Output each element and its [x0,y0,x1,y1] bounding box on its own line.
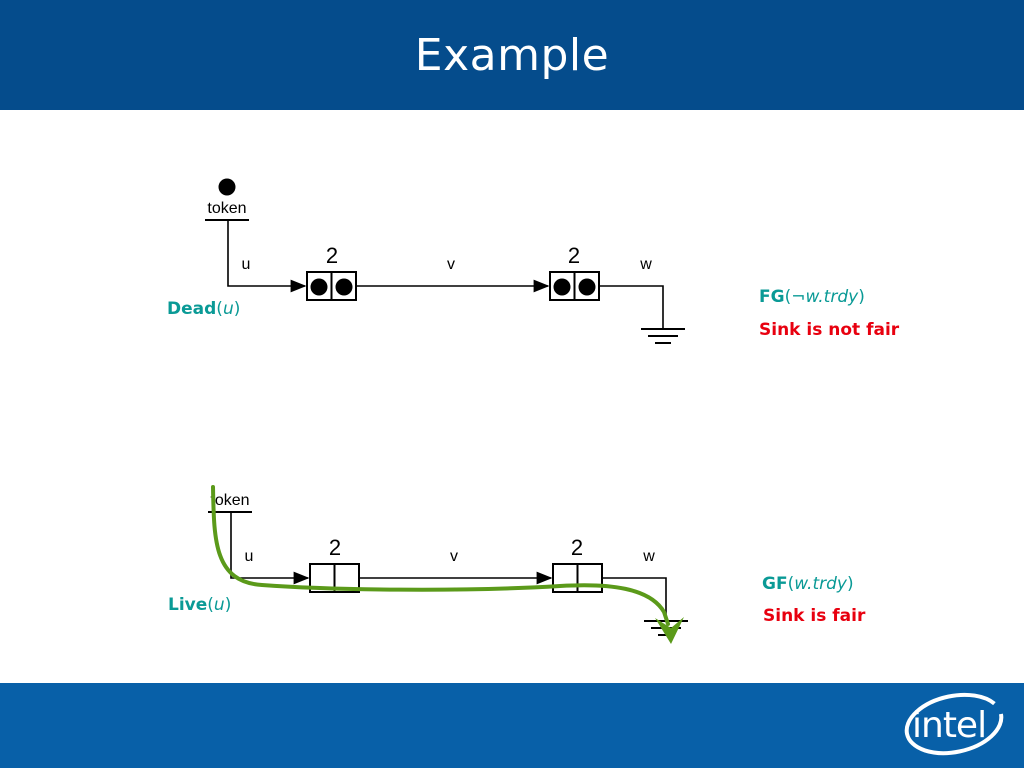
channel-u-label: u [242,256,251,273]
flow-arrowhead-icon [655,617,684,644]
queue1-token [335,278,353,296]
title-bar: Example [0,0,1024,110]
queue2-capacity: 2 [571,535,583,560]
token-flow-path [211,485,670,626]
formula-fg: FG(¬w.trdy) [759,287,865,307]
fairness-not-fair: Sink is not fair [759,320,900,340]
channel-w-label: w [639,256,652,273]
queue2-token [553,278,571,296]
queue2-token [578,278,596,296]
queue1-capacity: 2 [326,243,338,268]
token-label: token [207,200,246,217]
queue1-token [310,278,328,296]
property-dead: Dead(u) [167,299,240,319]
channel-u-label: u [245,548,254,565]
channel-u-wire [227,220,307,293]
network-diagram: token u 2 v 2 w Dead(u) [167,178,900,644]
intel-logo-icon: intel [904,692,1004,756]
channel-u-wire [230,512,310,585]
footer-bar [0,683,1024,768]
channel-v-label: v [450,548,458,565]
channel-w-wire [599,285,664,329]
queue1-capacity: 2 [329,535,341,560]
queue2-capacity: 2 [568,243,580,268]
channel-w-label: w [642,548,655,565]
diagram-bottom: token u 2 v 2 w Live(u) [168,485,866,644]
sink-ground-icon [641,328,685,344]
channel-v-label: v [447,256,455,273]
property-live: Live(u) [168,595,231,615]
formula-gf: GF(w.trdy) [762,574,854,594]
logo-text: intel [912,705,986,746]
slide-title: Example [414,29,610,81]
token-dot [218,178,236,196]
token-label: token [210,492,249,509]
channel-w-wire [602,577,667,621]
fairness-fair: Sink is fair [763,606,866,626]
diagram-top: token u 2 v 2 w Dead(u) [167,178,900,344]
